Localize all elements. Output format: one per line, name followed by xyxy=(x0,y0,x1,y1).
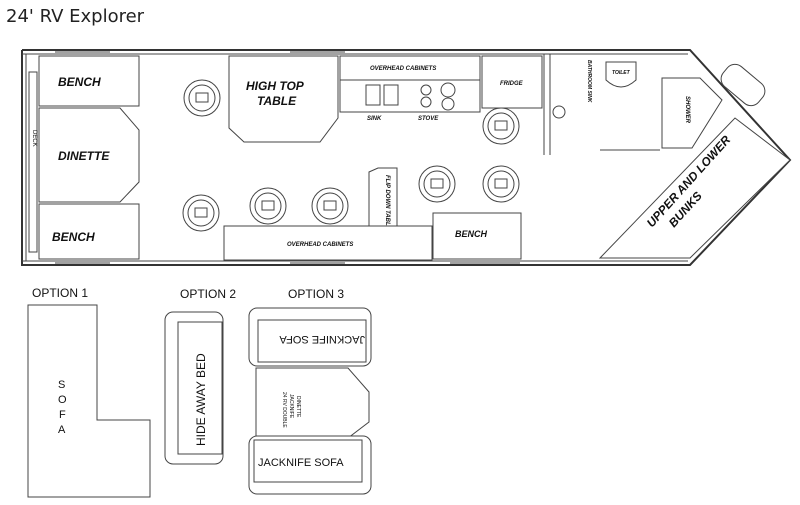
stool xyxy=(418,165,456,203)
stool xyxy=(482,107,520,145)
stool xyxy=(182,194,220,232)
dinette-text-2: JACKNIFE xyxy=(288,394,294,419)
dinette-text-3: DINETTE xyxy=(295,396,301,418)
high-top-table xyxy=(228,55,339,143)
option-1-label: OPTION 1 xyxy=(32,286,88,300)
toilet xyxy=(605,61,637,88)
stove-label: STOVE xyxy=(418,116,439,122)
sink-label: SINK xyxy=(367,116,382,122)
high-top-label-1: HIGH TOP xyxy=(246,79,305,93)
option-3-dinette xyxy=(255,367,370,439)
hitch xyxy=(720,63,766,107)
toilet-label: TOILET xyxy=(612,70,631,76)
flip-down-table-label: FLIP DOWN TABLE xyxy=(384,175,390,231)
overhead-cabinets-top-label: OVERHEAD CABINETS xyxy=(370,66,436,72)
hide-away-cushion xyxy=(177,321,223,455)
bench-right-label: BENCH xyxy=(455,229,488,239)
bunks xyxy=(598,117,791,259)
bench-top xyxy=(38,55,140,107)
option-1-sofa xyxy=(27,304,151,498)
shower xyxy=(661,77,723,149)
svg-text:O: O xyxy=(58,394,67,406)
sink-basin-2 xyxy=(383,84,399,106)
fridge xyxy=(481,55,543,109)
hide-away-label: HIDE AWAY BED xyxy=(194,353,208,446)
jackknife-bottom-cushion xyxy=(253,439,363,483)
dinette-label: DINETTE xyxy=(58,149,110,163)
dinette-text-1: 24 RV DOUBLE xyxy=(281,392,287,428)
kitchen-counter xyxy=(339,79,481,113)
stool xyxy=(183,79,221,117)
burner-4 xyxy=(441,97,455,111)
fridge-label: FRIDGE xyxy=(500,81,524,87)
bench-bottom xyxy=(38,203,140,260)
bathroom-sink xyxy=(552,105,566,119)
jackknife-top-cushion xyxy=(257,319,367,363)
trailer-outline xyxy=(21,49,792,266)
page-title: 24' RV Explorer xyxy=(6,6,145,27)
burner-2 xyxy=(420,96,432,108)
shower-label: SHOWER xyxy=(684,96,690,124)
high-top-label-2: TABLE xyxy=(257,94,297,108)
stool xyxy=(482,165,520,203)
flip-down-table xyxy=(368,167,398,229)
svg-text:F: F xyxy=(59,409,66,421)
overhead-cabinets-bottom-label: OVERHEAD CABINETS xyxy=(287,242,353,248)
stool xyxy=(249,187,287,225)
sink-basin-1 xyxy=(365,84,381,106)
stool xyxy=(311,187,349,225)
svg-text:A: A xyxy=(58,424,66,436)
deck-label: DECK xyxy=(31,130,37,147)
option-3-label: OPTION 3 xyxy=(288,287,344,301)
svg-text:S: S xyxy=(58,379,65,391)
bench-right xyxy=(432,212,522,260)
bench-bottom-label: BENCH xyxy=(52,230,95,244)
stools xyxy=(182,79,520,232)
bathroom-sink-label: BATHROOM SINK xyxy=(586,60,592,103)
sofa-letters: S O F A xyxy=(58,379,67,436)
overhead-cabinets-bottom xyxy=(223,225,433,261)
dinette xyxy=(38,107,140,203)
jackknife-top-label: JACKNIFE SOFA xyxy=(279,333,365,345)
bench-top-label: BENCH xyxy=(58,75,101,89)
option-2-label: OPTION 2 xyxy=(180,287,236,301)
deck-strip xyxy=(28,71,38,253)
burner-1 xyxy=(420,84,432,96)
jackknife-bottom-label: JACKNIFE SOFA xyxy=(258,457,344,469)
burner-3 xyxy=(440,82,456,98)
